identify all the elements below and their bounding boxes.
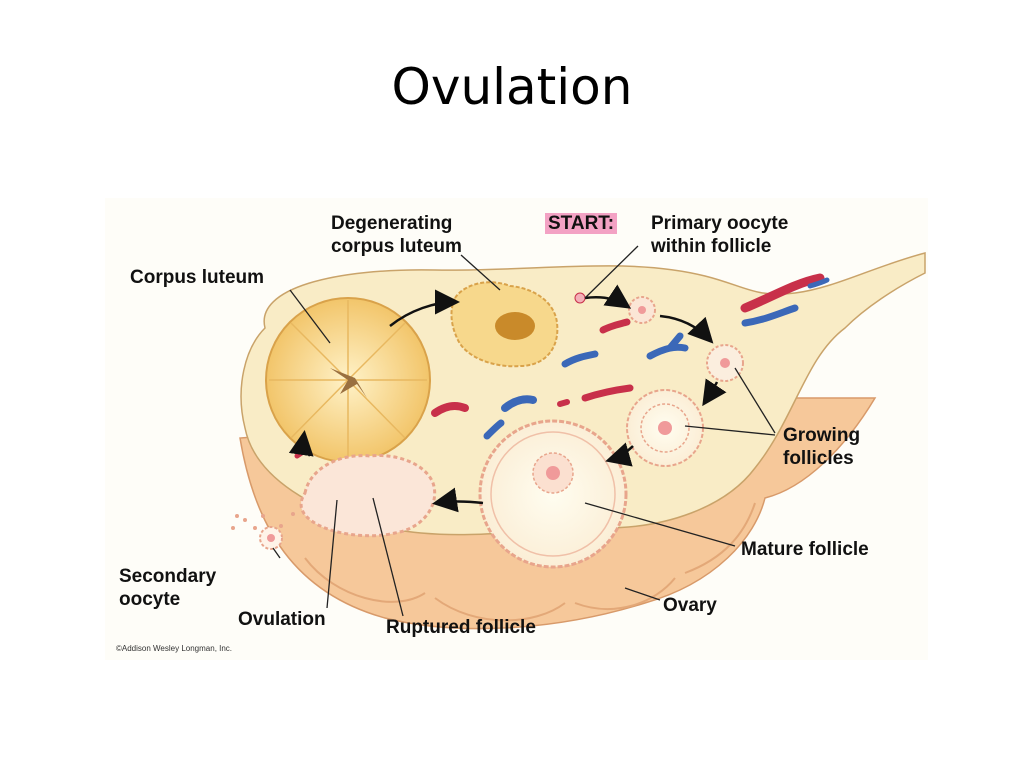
- ruptured-follicle-shape: [299, 453, 437, 538]
- mature-follicle-shape: [478, 419, 628, 569]
- corpus-luteum-shape: [265, 297, 431, 463]
- start-tag: START:: [545, 213, 618, 234]
- ovary-illustration: [231, 245, 926, 630]
- process-arrows: [288, 284, 727, 513]
- primary-oocyte-text: Primary oocyte within follicle: [651, 213, 789, 257]
- slide-title: Ovulation: [391, 58, 633, 116]
- mature-follicle-label: Mature follicle: [741, 539, 869, 560]
- ruptured-follicle-label: Ruptured follicle: [386, 617, 536, 638]
- ovary-label: Ovary: [663, 595, 717, 616]
- start-label: START:: [545, 212, 618, 235]
- primary-oocyte: [574, 292, 586, 304]
- degenerating-corpus-luteum-label: Degenerating corpus luteum: [331, 212, 462, 258]
- primary-oocyte-label: Primary oocyte within follicle: [651, 212, 788, 258]
- secondary-oocyte-text: Secondary oocyte: [119, 566, 217, 610]
- growing-follicles-label: Growing follicles: [783, 424, 860, 470]
- degenerating-corpus-luteum-shape: [450, 281, 559, 368]
- blood-vessels: [294, 273, 830, 459]
- degenerating-corpus-luteum-text: Degenerating corpus luteum: [331, 213, 462, 257]
- ovulation-diagram: Degenerating corpus luteum START: Primar…: [105, 198, 928, 660]
- secondary-oocyte-label: Secondary oocyte: [119, 565, 216, 611]
- copyright-notice: ©Addison Wesley Longman, Inc.: [116, 644, 233, 653]
- leader-lines: [272, 245, 776, 617]
- ovulation-label: Ovulation: [238, 609, 326, 630]
- corpus-luteum-label: Corpus luteum: [130, 267, 265, 288]
- growing-follicles-text: Growing follicles: [783, 425, 861, 469]
